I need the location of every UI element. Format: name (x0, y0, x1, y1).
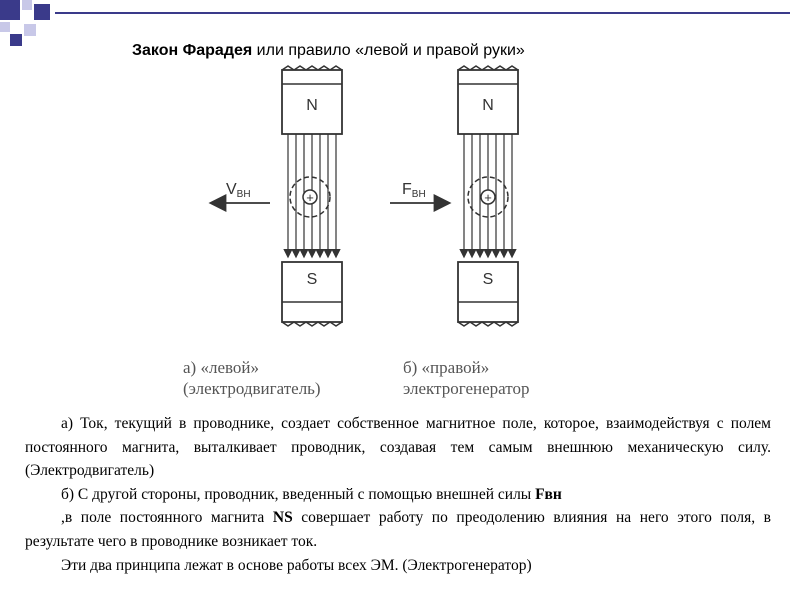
right-conductor-symbol: + (484, 190, 492, 205)
right-south-pole (457, 261, 519, 323)
right-field-circle (467, 176, 509, 218)
caption-right: б) «правой» электрогенератор (403, 357, 529, 399)
title-rest: или правило «левой и правой руки» (252, 42, 525, 59)
title-bold: Закон Фарадея (132, 42, 253, 59)
left-force: VВН (208, 181, 270, 212)
left-conductor-symbol: + (306, 190, 314, 205)
faraday-diagram: N + S VВН N (208, 65, 519, 327)
paragraph-b: б) С другой стороны, проводник, введенны… (61, 485, 562, 503)
left-magnet-set: N + S (281, 65, 343, 327)
left-south-label: S (307, 271, 318, 288)
caption-left: а) «левой» (электродвигатель) (183, 357, 321, 399)
right-conductor (480, 189, 496, 205)
caption-left-line2: (электродвигатель) (183, 379, 321, 398)
left-north-pole (281, 69, 343, 135)
caption-left-line1: а) «левой» (183, 358, 259, 377)
left-south-pole (281, 261, 343, 323)
magnet-symbol: NS (272, 509, 293, 527)
right-force-label: FВН (402, 181, 426, 200)
right-north-label: N (482, 97, 494, 114)
left-field-circle (289, 176, 331, 218)
force-symbol: Fвн (535, 485, 562, 503)
right-force: FВН (390, 181, 452, 212)
paragraph-a: а) Ток, текущий в проводнике, создает со… (25, 415, 771, 480)
paragraph-d: Эти два принципа лежат в основе работы в… (61, 556, 532, 574)
right-south-label: S (483, 271, 494, 288)
left-conductor (302, 189, 318, 205)
body-text: а) Ток, текущий в проводнике, создает со… (25, 412, 771, 577)
right-field-lines (459, 134, 517, 259)
header-rule (55, 12, 790, 14)
left-north-label: N (306, 97, 318, 114)
right-magnet-set: N + S (457, 65, 519, 327)
left-force-label: VВН (226, 181, 251, 200)
slide-title: Закон Фарадея или правило «левой и право… (132, 42, 525, 60)
paragraph-c: ,в поле постоянного магнита NS совершает… (25, 509, 771, 550)
caption-right-line1: б) «правой» (403, 358, 490, 377)
caption-right-line2: электрогенератор (403, 379, 530, 398)
